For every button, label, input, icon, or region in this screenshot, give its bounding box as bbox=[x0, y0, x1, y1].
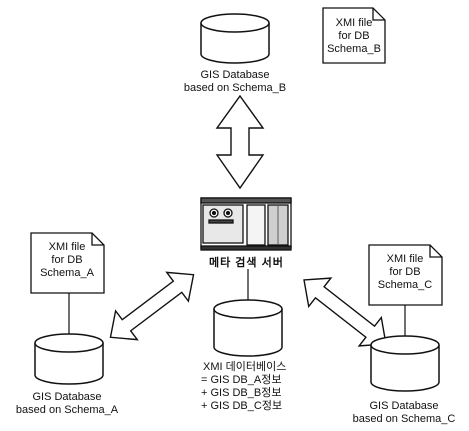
xmi-document-b bbox=[322, 7, 386, 64]
database-b-label-line1: GIS Database bbox=[200, 69, 270, 81]
database-b-label: GIS Database based on Schema_B bbox=[175, 69, 295, 95]
xmi-document-a bbox=[30, 232, 105, 294]
xmi-c-line2: for DB bbox=[389, 266, 421, 278]
meta-db-cylinder bbox=[213, 299, 283, 357]
meta-db-item: = GIS DB_A정보 bbox=[201, 374, 282, 386]
database-a-label-line1: GIS Database bbox=[32, 391, 102, 403]
meta-db-description: XMI 데이터베이스 = GIS DB_A정보 + GIS DB_B정보 + G… bbox=[201, 361, 286, 413]
database-c-cylinder bbox=[370, 335, 440, 392]
database-a-label: GIS Database based on Schema_A bbox=[2, 391, 132, 417]
xmi-c-line3: Schema_C bbox=[377, 279, 433, 291]
database-a-label-line2: based on Schema_A bbox=[15, 404, 119, 416]
database-b-label-line2: based on Schema_B bbox=[183, 82, 287, 94]
database-c-label-line2: based on Schema_C bbox=[352, 413, 456, 425]
meta-db-item: + GIS DB_B정보 bbox=[201, 387, 282, 399]
double-arrow-vertical bbox=[215, 94, 265, 190]
meta-db-item: + GIS DB_C정보 bbox=[201, 400, 283, 412]
xmi-a-line2: for DB bbox=[51, 254, 83, 266]
double-arrow-left bbox=[109, 271, 195, 341]
xmi-document-c bbox=[368, 244, 443, 306]
xmi-c-text: XMI file for DB Schema_C bbox=[369, 253, 441, 292]
server-title: 메타 검색 서버 bbox=[209, 257, 284, 269]
database-c-label-line1: GIS Database bbox=[369, 400, 439, 412]
server-icon bbox=[200, 197, 292, 251]
database-b-cylinder bbox=[200, 13, 270, 64]
xmi-b-line2: for DB bbox=[338, 30, 370, 42]
meta-db-title: XMI 데이터베이스 bbox=[203, 361, 287, 373]
xmi-b-text: XMI file for DB Schema_B bbox=[323, 17, 385, 56]
xmi-b-line1: XMI file bbox=[335, 17, 373, 29]
xmi-b-line3: Schema_B bbox=[327, 43, 381, 55]
xmi-a-line1: XMI file bbox=[48, 241, 86, 253]
xmi-a-text: XMI file for DB Schema_A bbox=[31, 241, 103, 280]
xmi-a-line3: Schema_A bbox=[40, 267, 94, 279]
database-a-cylinder bbox=[34, 333, 104, 385]
xmi-c-line1: XMI file bbox=[386, 253, 424, 265]
database-c-label: GIS Database based on Schema_C bbox=[340, 400, 468, 426]
